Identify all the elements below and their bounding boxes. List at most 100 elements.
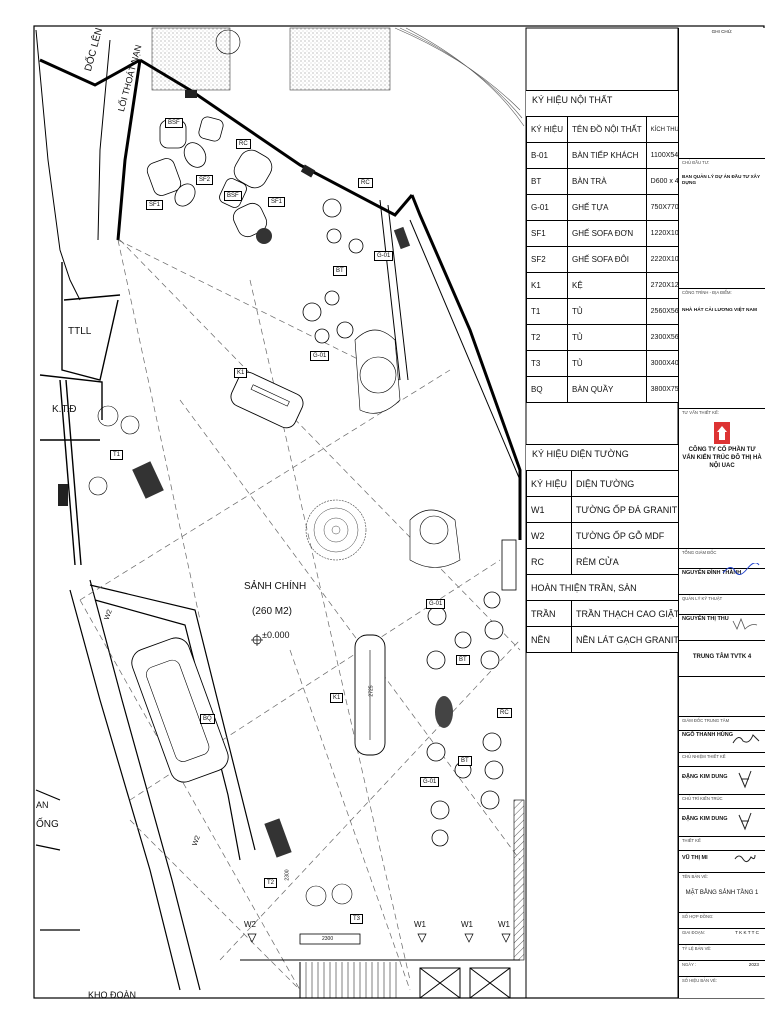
signature-icon [722, 563, 760, 575]
lead-name: ĐẶNG KIM DUNG [682, 774, 728, 780]
tech-mgr-cell: QUẢN LÝ KỸ THUẬT [679, 594, 765, 614]
cabinet-t2 [264, 818, 292, 858]
legend-code: NỀN [525, 626, 573, 653]
arch-label: CHỦ TRÌ KIẾN TRÚC [682, 796, 723, 801]
tag-bt: BT [456, 655, 470, 665]
counter-bq [131, 637, 229, 783]
center-dir-label: GIÁM ĐỐC TRUNG TÂM [682, 718, 730, 723]
drawing-name-label: TÊN BẢN VẼ: [682, 874, 709, 879]
legend-item: GHẾ SOFA ĐÔI [567, 246, 647, 273]
signature-icon [732, 617, 758, 630]
date-label: NGÀY : [682, 962, 697, 967]
legend-item: BÀN TIẾP KHÁCH [567, 142, 647, 169]
room-label-ong: ỐNG [36, 819, 59, 830]
drawer-name: VŨ THỊ MI [682, 855, 708, 861]
contract-cell: SỐ HỢP ĐỒNG: [679, 912, 765, 928]
legend-code: RC [525, 548, 573, 575]
tag-rc: RC [497, 708, 512, 718]
wall-mark-w1: W1 [461, 920, 473, 929]
tag-k1: K1 [234, 368, 248, 378]
legend-code: T1 [525, 298, 569, 325]
elevation-mark: ±0.000 [262, 630, 290, 640]
legend-code: G-01 [525, 194, 569, 221]
room-label-ktd: K.T.Đ [52, 404, 77, 415]
director-name-cell: NGUYỄN ĐÌNH THÀNH [679, 563, 765, 594]
drawer-cell: VŨ THỊ MI [679, 850, 765, 872]
round-table-dark [256, 228, 272, 244]
chairs [302, 198, 504, 847]
director-name: NGUYỄN ĐÌNH THÀNH [682, 570, 742, 576]
contract-label: SỐ HỢP ĐỒNG: [682, 914, 714, 919]
center-dir-label-cell: GIÁM ĐỐC TRUNG TÂM [679, 716, 765, 730]
signature-icon [738, 812, 752, 831]
plant-symbols [88, 29, 449, 907]
legend-code: W2 [525, 522, 573, 549]
legend-code: SF1 [525, 220, 569, 247]
company-name: CÔNG TY CỔ PHẦN TƯ VẤN KIẾN TRÚC ĐÔ THỊ … [682, 447, 762, 469]
planters [354, 329, 461, 568]
sheet-no-cell: SỐ HIỆU BẢN VẼ: [679, 976, 765, 998]
legend-item: TỦ [567, 324, 647, 351]
legend-code: T3 [525, 350, 569, 377]
cabinet-t1 [132, 461, 164, 499]
tag-rc: RC [236, 139, 251, 149]
pillar [58, 484, 68, 506]
shelf-k1-top [230, 371, 304, 429]
signature-icon [732, 734, 760, 744]
director-cell: TỔNG GIÁM ĐỐC [679, 548, 765, 568]
legend-item: BÀN TRÀ [567, 168, 647, 195]
signature-icon [738, 770, 752, 789]
exterior-walls [39, 58, 522, 540]
left-rooms [39, 262, 121, 566]
director-label: TỔNG GIÁM ĐỐC [682, 550, 717, 555]
dimension: 2300 [284, 869, 291, 881]
note-label: GHI CHÚ: [711, 29, 733, 34]
legend-code: BT [525, 168, 569, 195]
designer-label: TƯ VẤN THIẾT KẾ: [682, 410, 719, 415]
project-label: CÔNG TRÌNH - ĐỊA ĐIỂM: [682, 290, 732, 295]
legend-header-cell: KÝ HIỆU [525, 116, 569, 143]
lead-label-cell: CHỦ NHIỆM THIẾT KẾ [679, 752, 765, 766]
dimension: 2300 [322, 936, 334, 942]
drawing-name: MẶT BẰNG SẢNH TẦNG 1 [685, 890, 759, 896]
center-info-cell [679, 676, 765, 716]
tag-bsf: BSF [224, 191, 242, 201]
legend-wall-title: KÝ HIỆU DIỆN TƯỜNG [526, 444, 678, 470]
phase-label: GIAI ĐOẠN: [682, 930, 705, 935]
signature-icon [734, 854, 756, 863]
date-cell: NGÀY : 2023 [679, 960, 765, 976]
date-value: 2023 [748, 962, 759, 967]
room-label-kho-doan: KHO ĐOÀN [88, 990, 137, 1000]
legend-code: B-01 [525, 142, 569, 169]
arch-name: ĐẶNG KIM DUNG [682, 816, 728, 822]
room-label-an: AN [36, 800, 49, 810]
phase-cell: GIAI ĐOẠN: T K K T T C [679, 928, 765, 944]
legend-item: TỦ [567, 298, 647, 325]
drawer-label-cell: THIẾT KẾ [679, 836, 765, 850]
legend-header-cell: KÝ HIỆU [525, 470, 573, 497]
legend-header-cell: TÊN ĐỒ NỘI THẤT [567, 116, 647, 143]
title-block: GHI CHÚ: CHỦ ĐẦU TƯ: BAN QUẢN LÝ DỰ ÁN Đ… [678, 28, 765, 998]
legend-item: KỆ [567, 272, 647, 299]
arch-cell: ĐẶNG KIM DUNG [679, 808, 765, 836]
drawer-label: THIẾT KẾ [682, 838, 701, 843]
cabinet-t3 [299, 933, 361, 945]
designer-cell: TƯ VẤN THIẾT KẾ: CÔNG TY CỔ PHẦN TƯ VẤN … [679, 408, 765, 548]
tech-mgr-name: NGUYỄN THỊ THU [682, 616, 729, 622]
paved-area [151, 27, 231, 91]
tag-bt: BT [458, 756, 472, 766]
phase-value: T K K T T C [735, 930, 759, 935]
legend-code: TRẦN [525, 600, 573, 627]
legend-code: SF2 [525, 246, 569, 273]
tech-mgr-name-cell: NGUYỄN THỊ THU [679, 614, 765, 640]
tag-k1: K1 [330, 693, 344, 703]
arch-label-cell: CHỦ TRÌ KIẾN TRÚC [679, 794, 765, 808]
lead-cell: ĐẶNG KIM DUNG [679, 766, 765, 794]
scale-cell: TỶ LỆ BẢN VẼ: [679, 944, 765, 960]
paved-area-2 [289, 27, 391, 91]
legend-item: GHẾ SOFA ĐƠN [567, 220, 647, 247]
tag-g01: G-01 [374, 251, 394, 261]
tag-t1: T1 [110, 450, 124, 460]
project-cell: CÔNG TRÌNH - ĐỊA ĐIỂM: NHÀ HÁT CẢI LƯƠNG… [679, 288, 765, 408]
